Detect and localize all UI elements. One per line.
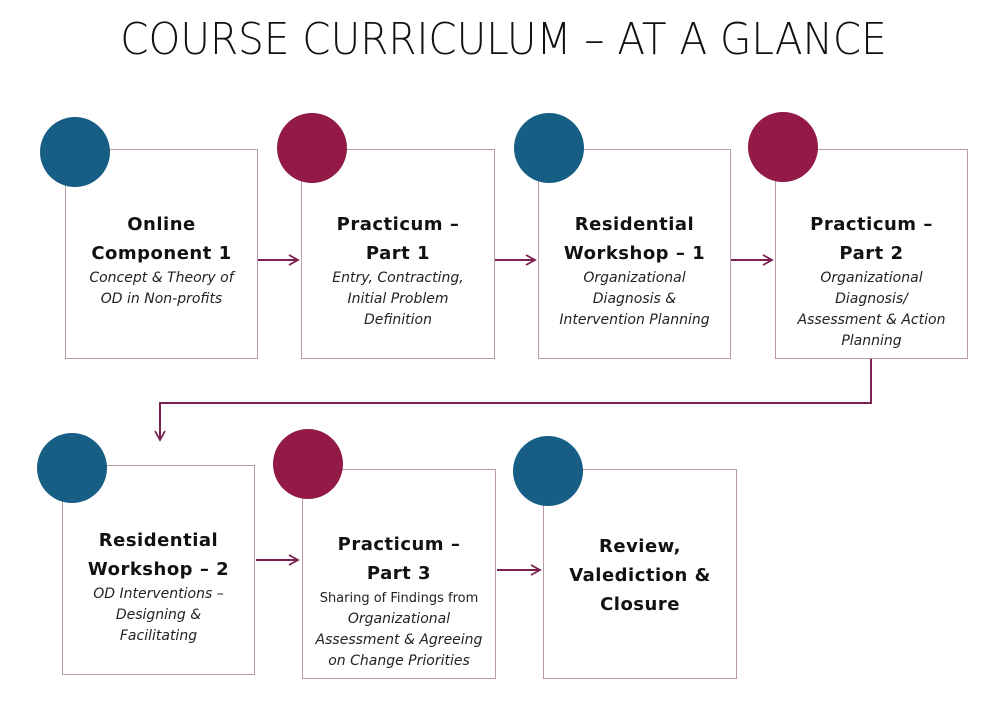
step-heading: Residential Workshop – 2 (87, 530, 230, 580)
step-marker-circle (748, 112, 818, 182)
step-marker-circle (273, 429, 343, 499)
step-marker-circle (37, 433, 107, 503)
step-heading: Practicum – Part 1 (336, 214, 460, 264)
step-card-residential-workshop-2: Residential Workshop – 2 OD Intervention… (62, 465, 255, 675)
step-heading: Online Component 1 (91, 214, 232, 264)
page-title: COURSE CURRICULUM – AT A GLANCE (120, 14, 887, 65)
step-marker-circle (277, 113, 347, 183)
step-card-review-valediction-closure: Review, Valediction & Closure (543, 469, 737, 679)
step-card-practicum-part-3: Practicum – Part 3 Sharing of Findings f… (302, 469, 496, 679)
step-card-practicum-part-2: Practicum – Part 2 Organizational Diagno… (775, 149, 968, 359)
step-card-online-component-1: Online Component 1 Concept & Theory of O… (65, 149, 258, 359)
step-heading: Practicum – Part 2 (810, 214, 933, 264)
step-marker-circle (513, 436, 583, 506)
step-description: Organizational Diagnosis/ Assessment & A… (797, 270, 946, 349)
step-heading: Practicum – Part 3 (337, 534, 461, 584)
step-heading: Residential Workshop – 1 (563, 214, 706, 264)
step-description: Organizational Diagnosis & Intervention … (559, 270, 710, 328)
step-description: Entry, Contracting, Initial Problem Defi… (332, 270, 464, 328)
step-marker-circle (40, 117, 110, 187)
arrow-4-to-5 (154, 359, 872, 442)
step-marker-circle (514, 113, 584, 183)
step-card-residential-workshop-1: Residential Workshop – 1 Organizational … (538, 149, 731, 359)
step-description: Concept & Theory of OD in Non-profits (89, 270, 234, 307)
step-description: OD Interventions – Designing & Facilitat… (93, 586, 224, 644)
step-description: Sharing of Findings from Organizational … (315, 591, 483, 669)
step-card-practicum-part-1: Practicum – Part 1 Entry, Contracting, I… (301, 149, 495, 359)
step-heading: Review, Valediction & Closure (569, 536, 711, 615)
